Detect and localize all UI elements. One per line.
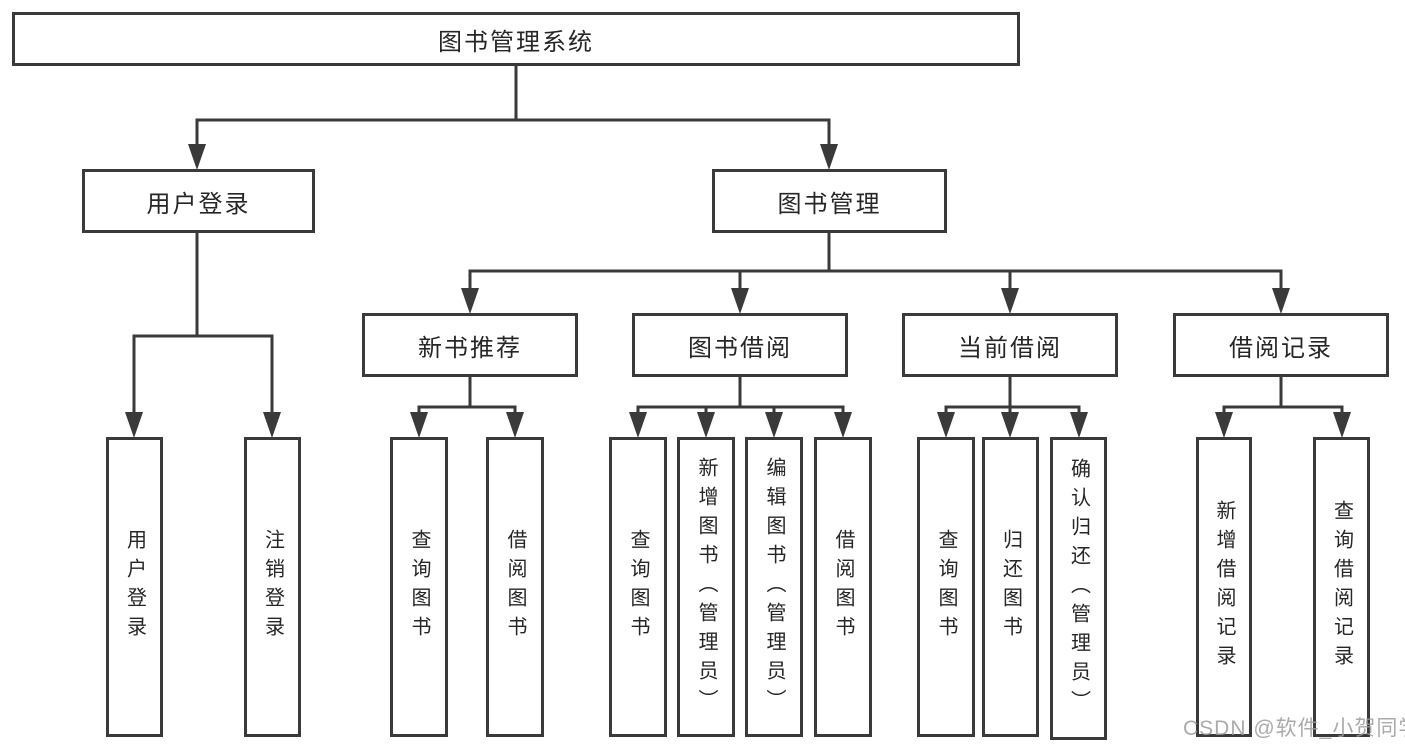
leaf-label: 注销登录 <box>261 529 284 645</box>
leaf-label: 新增借阅记录 <box>1213 500 1235 674</box>
arrowhead-icons <box>125 144 1351 438</box>
leaf-query-book-1: 查询图书 <box>390 437 448 737</box>
leaf-add-book-admin: 新增图书（管理员） <box>677 437 735 737</box>
leaf-label: 新增图书（管理员） <box>695 456 717 718</box>
leaf-borrow-book-1: 借阅图书 <box>486 437 544 737</box>
leaf-return-book: 归还图书 <box>982 437 1039 737</box>
node-book-borrow: 图书借阅 <box>632 313 848 377</box>
node-book-management: 图书管理 <box>712 169 947 233</box>
node-new-book-recommend: 新书推荐 <box>362 313 578 377</box>
leaf-label: 编辑图书（管理员） <box>763 456 785 718</box>
leaf-add-borrow-record: 新增借阅记录 <box>1196 437 1252 737</box>
leaf-label: 查询图书 <box>935 529 957 645</box>
leaf-label: 查询图书 <box>627 529 649 645</box>
leaf-logout: 注销登录 <box>244 437 301 737</box>
leaf-query-book-3: 查询图书 <box>917 437 975 737</box>
node-root-system: 图书管理系统 <box>12 12 1020 66</box>
csdn-watermark: CSDN @软件_小贺同学 <box>1183 717 1405 740</box>
leaf-label: 用户登录 <box>123 529 146 645</box>
leaf-query-borrow-record: 查询借阅记录 <box>1313 437 1370 737</box>
leaf-label: 借阅图书 <box>832 529 854 645</box>
leaf-label: 归还图书 <box>999 529 1022 645</box>
leaf-borrow-book-2: 借阅图书 <box>814 437 872 737</box>
leaf-edit-book-admin: 编辑图书（管理员） <box>745 437 803 737</box>
leaf-label: 借阅图书 <box>504 529 526 645</box>
leaf-label: 确认归还（管理员） <box>1067 458 1090 719</box>
leaf-label: 查询借阅记录 <box>1330 500 1353 674</box>
leaf-label: 查询图书 <box>408 529 430 645</box>
leaf-query-book-2: 查询图书 <box>609 437 667 737</box>
node-borrow-record: 借阅记录 <box>1173 313 1389 377</box>
node-current-borrow: 当前借阅 <box>902 313 1118 377</box>
leaf-confirm-return-admin: 确认归还（管理员） <box>1050 437 1107 740</box>
leaf-user-login: 用户登录 <box>106 437 163 737</box>
node-user-login: 用户登录 <box>82 169 315 233</box>
